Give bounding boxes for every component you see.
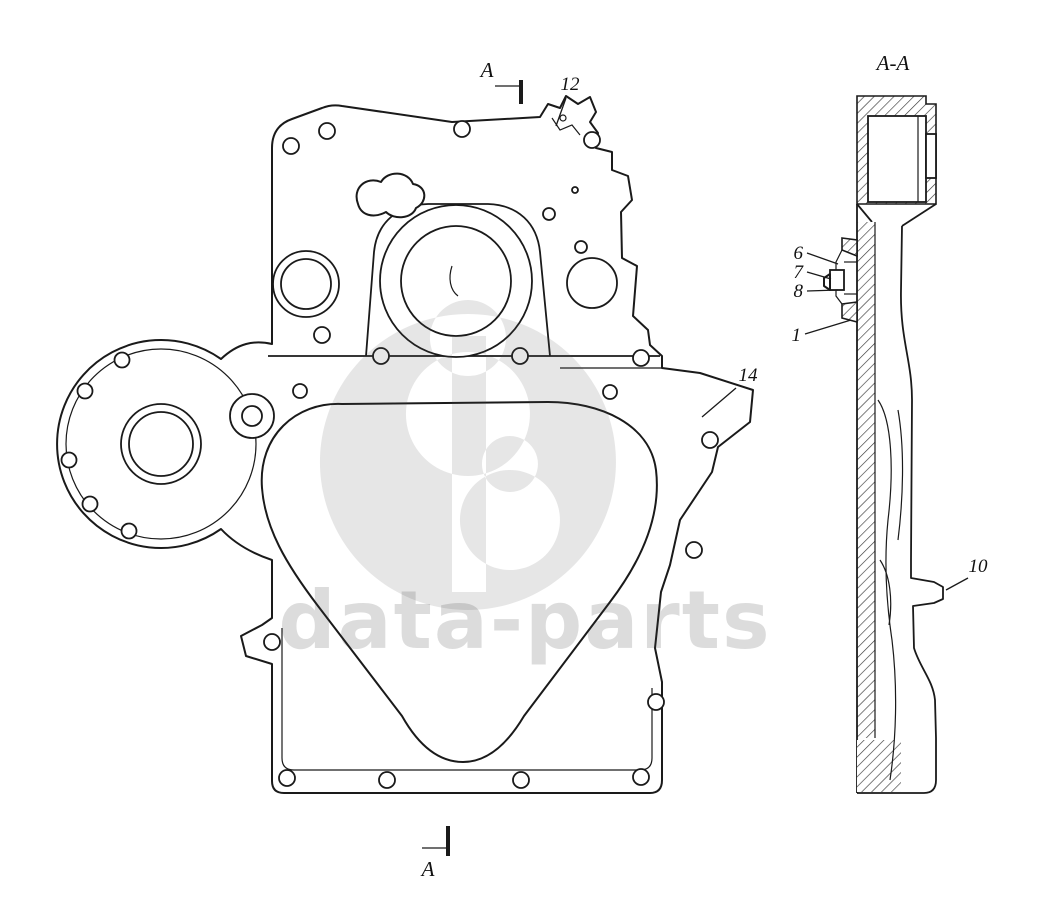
part-label-7: 7: [794, 262, 805, 283]
section-bearing-pocket: [867, 115, 927, 203]
section-stud-assembly: [823, 237, 858, 324]
part-label-6: 6: [794, 243, 804, 264]
section-view: [823, 95, 944, 794]
section-cut-mark-top: A: [479, 58, 523, 104]
chamfer-right: [901, 203, 937, 227]
leader-1: [804, 319, 852, 335]
section-rib-lines: [877, 399, 904, 781]
side-boss-bore: [241, 405, 263, 427]
watermark-text: data-parts: [278, 574, 771, 667]
leader-7: [806, 271, 832, 280]
watermark-logo: [319, 300, 616, 610]
leader-12: [555, 97, 567, 127]
part-label-10: 10: [969, 556, 989, 577]
section-mark-top-letter: A: [479, 58, 494, 82]
part-labels: A-A 12 14 6 7 8 1 10: [555, 51, 989, 591]
part-label-8: 8: [794, 281, 804, 302]
leader-6: [806, 252, 839, 265]
cover-hub-bore: [128, 411, 194, 477]
section-right-contour: [857, 225, 944, 794]
kidney-opening: [355, 172, 426, 219]
watermark: data-parts: [278, 300, 771, 667]
part-label-12: 12: [561, 74, 581, 95]
section-cut-mark-bottom: A: [420, 826, 450, 881]
timing-cover-circles: [65, 348, 275, 540]
section-wall-hatch: [857, 222, 875, 738]
section-title: A-A: [875, 51, 910, 75]
part-label-14: 14: [739, 365, 759, 386]
central-opening: [260, 401, 658, 763]
chamfer-left: [856, 203, 873, 223]
part-label-1: 1: [792, 325, 802, 346]
central-bore-inner: [400, 225, 512, 337]
gasket-inset-line: [281, 628, 653, 771]
keyway-mark: [449, 265, 459, 297]
section-mark-bottom-letter: A: [420, 857, 435, 881]
section-right-step: [925, 133, 937, 179]
central-boss-outline: [365, 203, 551, 357]
leader-8: [806, 289, 839, 292]
left-bore-inner: [280, 258, 332, 310]
cover-flange-circle: [65, 348, 257, 540]
right-bore: [566, 257, 618, 309]
part12-detail: [551, 114, 581, 136]
bolt-holes: [60, 120, 719, 789]
front-view: [56, 95, 754, 794]
leader-14: [701, 387, 737, 418]
leader-10: [945, 577, 969, 591]
